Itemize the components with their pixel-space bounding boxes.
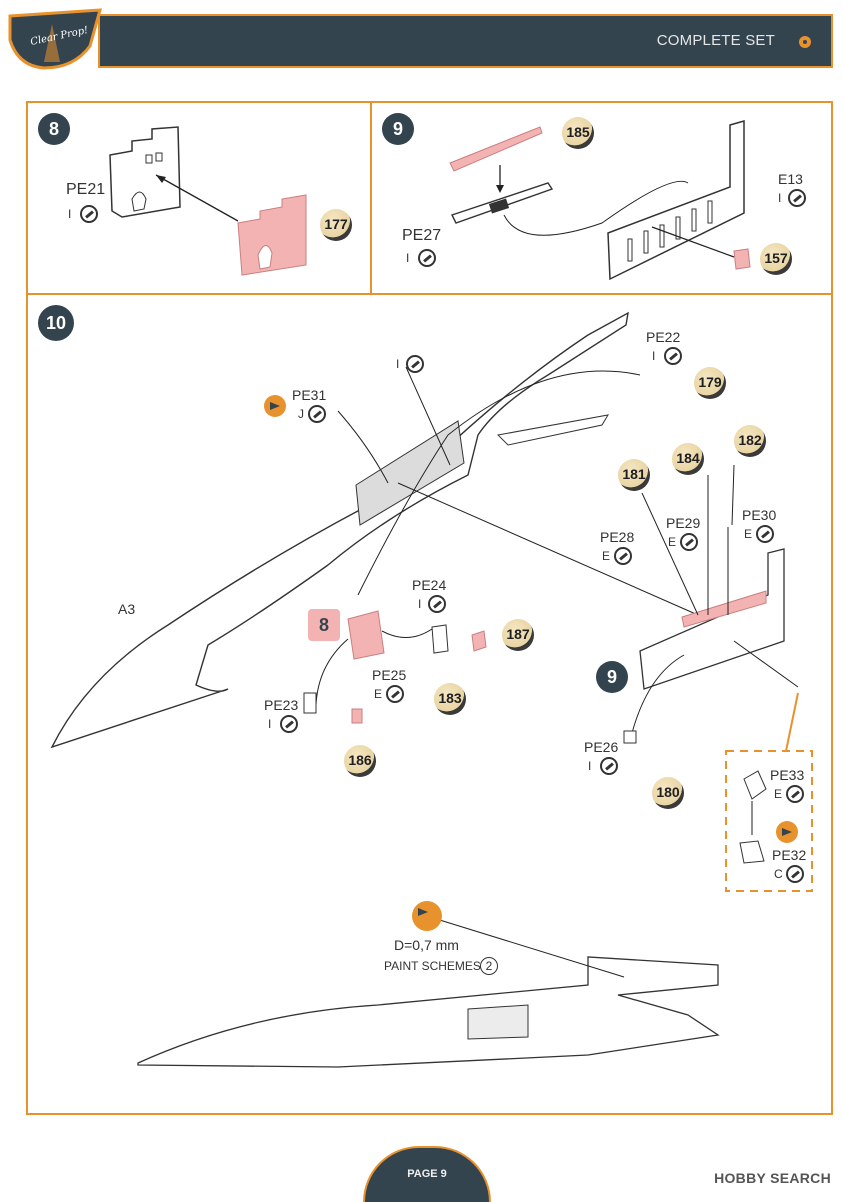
watermark: HOBBY SEARCH (714, 1170, 831, 1186)
inset-step-9: 9 (596, 661, 628, 693)
label-pe28-tool: E (602, 549, 611, 563)
label-pe24: PE24 (412, 577, 447, 593)
part-badge-180: 180 (652, 777, 684, 809)
cutter-tool-icon (406, 355, 424, 373)
cutter-tool-icon (680, 533, 698, 551)
label-pe23-tool: I (268, 717, 272, 731)
label-pe22: PE22 (646, 329, 681, 345)
label-pe33: PE33 (770, 767, 805, 783)
label-i-top: I (396, 357, 400, 371)
step-8-tool-label: I (68, 207, 72, 221)
label-a3: A3 (118, 601, 136, 617)
label-pe31-tool: J (298, 407, 304, 421)
brand-logo: Clear Prop! (4, 6, 104, 70)
label-pe29: PE29 (666, 515, 701, 531)
label-pe26-tool: I (588, 759, 592, 773)
cutter-tool-icon (308, 405, 326, 423)
label-pe25: PE25 (372, 667, 407, 683)
cutter-tool-icon (386, 685, 404, 703)
part-badge-157: 157 (760, 243, 792, 275)
label-pe30: PE30 (742, 507, 777, 523)
label-pe24-tool: I (418, 597, 422, 611)
part-badge-183: 183 (434, 683, 466, 715)
label-drill: D=0,7 mm (394, 937, 459, 953)
inset-step-8: 8 (308, 609, 340, 641)
part-badge-187: 187 (502, 619, 534, 651)
cutter-tool-icon (786, 865, 804, 883)
label-pe26: PE26 (584, 739, 619, 755)
cutter-tool-icon (788, 189, 806, 207)
part-badge-181: 181 (618, 459, 650, 491)
label-pe33-tool: E (774, 787, 783, 801)
cutter-tool-icon (664, 347, 682, 365)
label-pe29-tool: E (668, 535, 677, 549)
photo-etch-icon (264, 395, 286, 417)
label-pe30-tool: E (744, 527, 753, 541)
label-pe32: PE32 (772, 847, 807, 863)
part-badge-177: 177 (320, 209, 352, 241)
part-badge-186: 186 (344, 745, 376, 777)
footer-page-tab: PAGE 9 (363, 1146, 491, 1202)
cutter-tool-icon (614, 547, 632, 565)
label-pe31: PE31 (292, 387, 327, 403)
label-paint: PAINT SCHEMES (384, 959, 481, 973)
label-pe22-tool: I (652, 349, 656, 363)
step-9-tool2-label: I (778, 191, 782, 205)
step-10-number: 10 (38, 305, 74, 341)
step-9-part2-label: E13 (778, 171, 803, 187)
step-8-panel: 8 PE21 I 177 (26, 101, 372, 295)
step-9-panel: 9 185 PE27 I E13 I 157 (370, 101, 833, 295)
label-pe32-tool: C (774, 867, 783, 881)
step-8-drawing (109, 126, 307, 276)
photo-etch-icon (776, 821, 798, 843)
label-paint-num: 2 (480, 957, 498, 975)
cutter-tool-icon (756, 525, 774, 543)
header-bar: COMPLETE SET (98, 14, 833, 68)
cutter-tool-icon (786, 785, 804, 803)
header-title: COMPLETE SET (656, 32, 775, 49)
step-9-drawing (449, 120, 751, 281)
step-10-drawing (50, 311, 813, 1068)
footer-page-label: PAGE 9 (407, 1168, 447, 1180)
part-badge-179: 179 (694, 367, 726, 399)
cutter-tool-icon (428, 595, 446, 613)
label-pe25-tool: E (374, 687, 383, 701)
step-9-tool-label: I (406, 251, 410, 265)
label-pe28: PE28 (600, 529, 635, 545)
cutter-tool-icon (418, 249, 436, 267)
step-9-part-label: PE27 (402, 227, 442, 244)
drill-icon (412, 901, 442, 931)
cutter-tool-icon (80, 205, 98, 223)
part-badge-182: 182 (734, 425, 766, 457)
cutter-tool-icon (600, 757, 618, 775)
step-8-number: 8 (38, 113, 70, 145)
step-9-number: 9 (382, 113, 414, 145)
settings-gear-icon (799, 36, 811, 48)
step-10-panel: 10 I PE22 (26, 293, 833, 1115)
cutter-tool-icon (280, 715, 298, 733)
part-badge-184: 184 (672, 443, 704, 475)
part-badge-185: 185 (562, 117, 594, 149)
step-8-part-label: PE21 (66, 181, 106, 198)
label-pe23: PE23 (264, 697, 299, 713)
